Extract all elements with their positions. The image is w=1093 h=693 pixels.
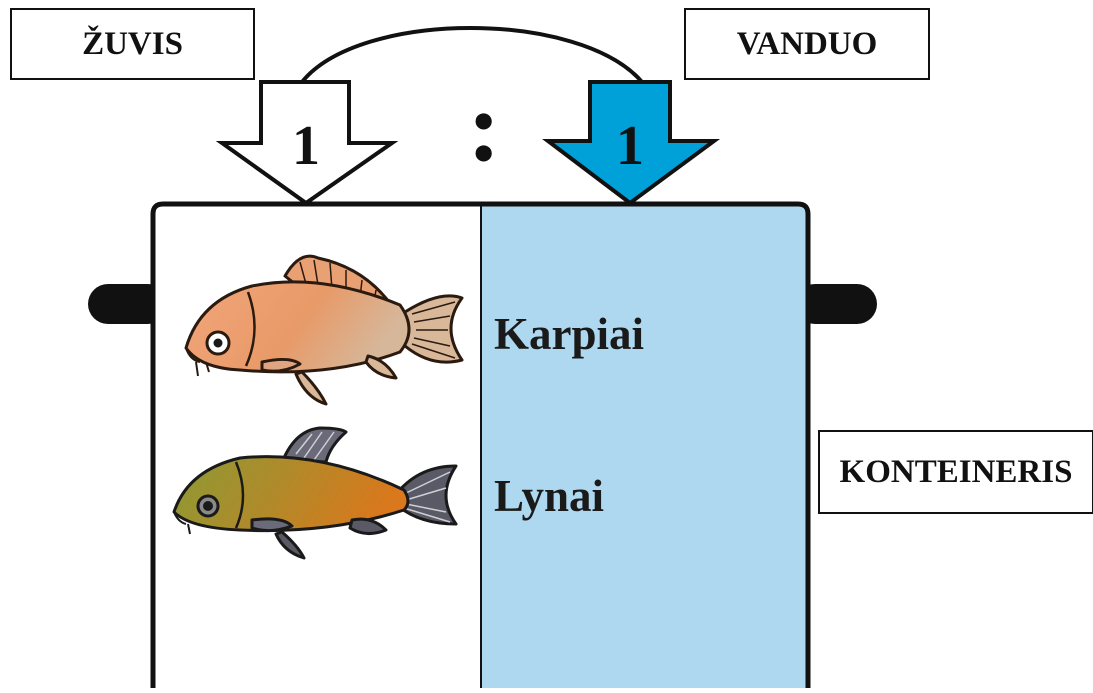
- container-label: KONTEINERIS: [818, 430, 1093, 514]
- ratio-arc: [300, 26, 644, 84]
- water-label: VANDUO: [684, 8, 930, 80]
- tench-name: Lynai: [494, 471, 605, 521]
- container-right-handle: [795, 284, 877, 324]
- fish-arrow-icon: [215, 80, 399, 206]
- water-ratio-number: 1: [616, 115, 644, 177]
- carp-name: Karpiai: [494, 309, 645, 359]
- water-arrow-icon: [542, 80, 721, 206]
- tench-fish-icon: [172, 426, 458, 560]
- fish-label: ŽUVIS: [10, 8, 255, 80]
- container-water-half: [481, 205, 808, 690]
- container-left-handle: [88, 284, 168, 324]
- carp-fish-icon: [184, 254, 464, 406]
- ratio-separator: :: [467, 71, 500, 182]
- fish-ratio-number: 1: [292, 115, 320, 177]
- container-outline: [150, 201, 811, 693]
